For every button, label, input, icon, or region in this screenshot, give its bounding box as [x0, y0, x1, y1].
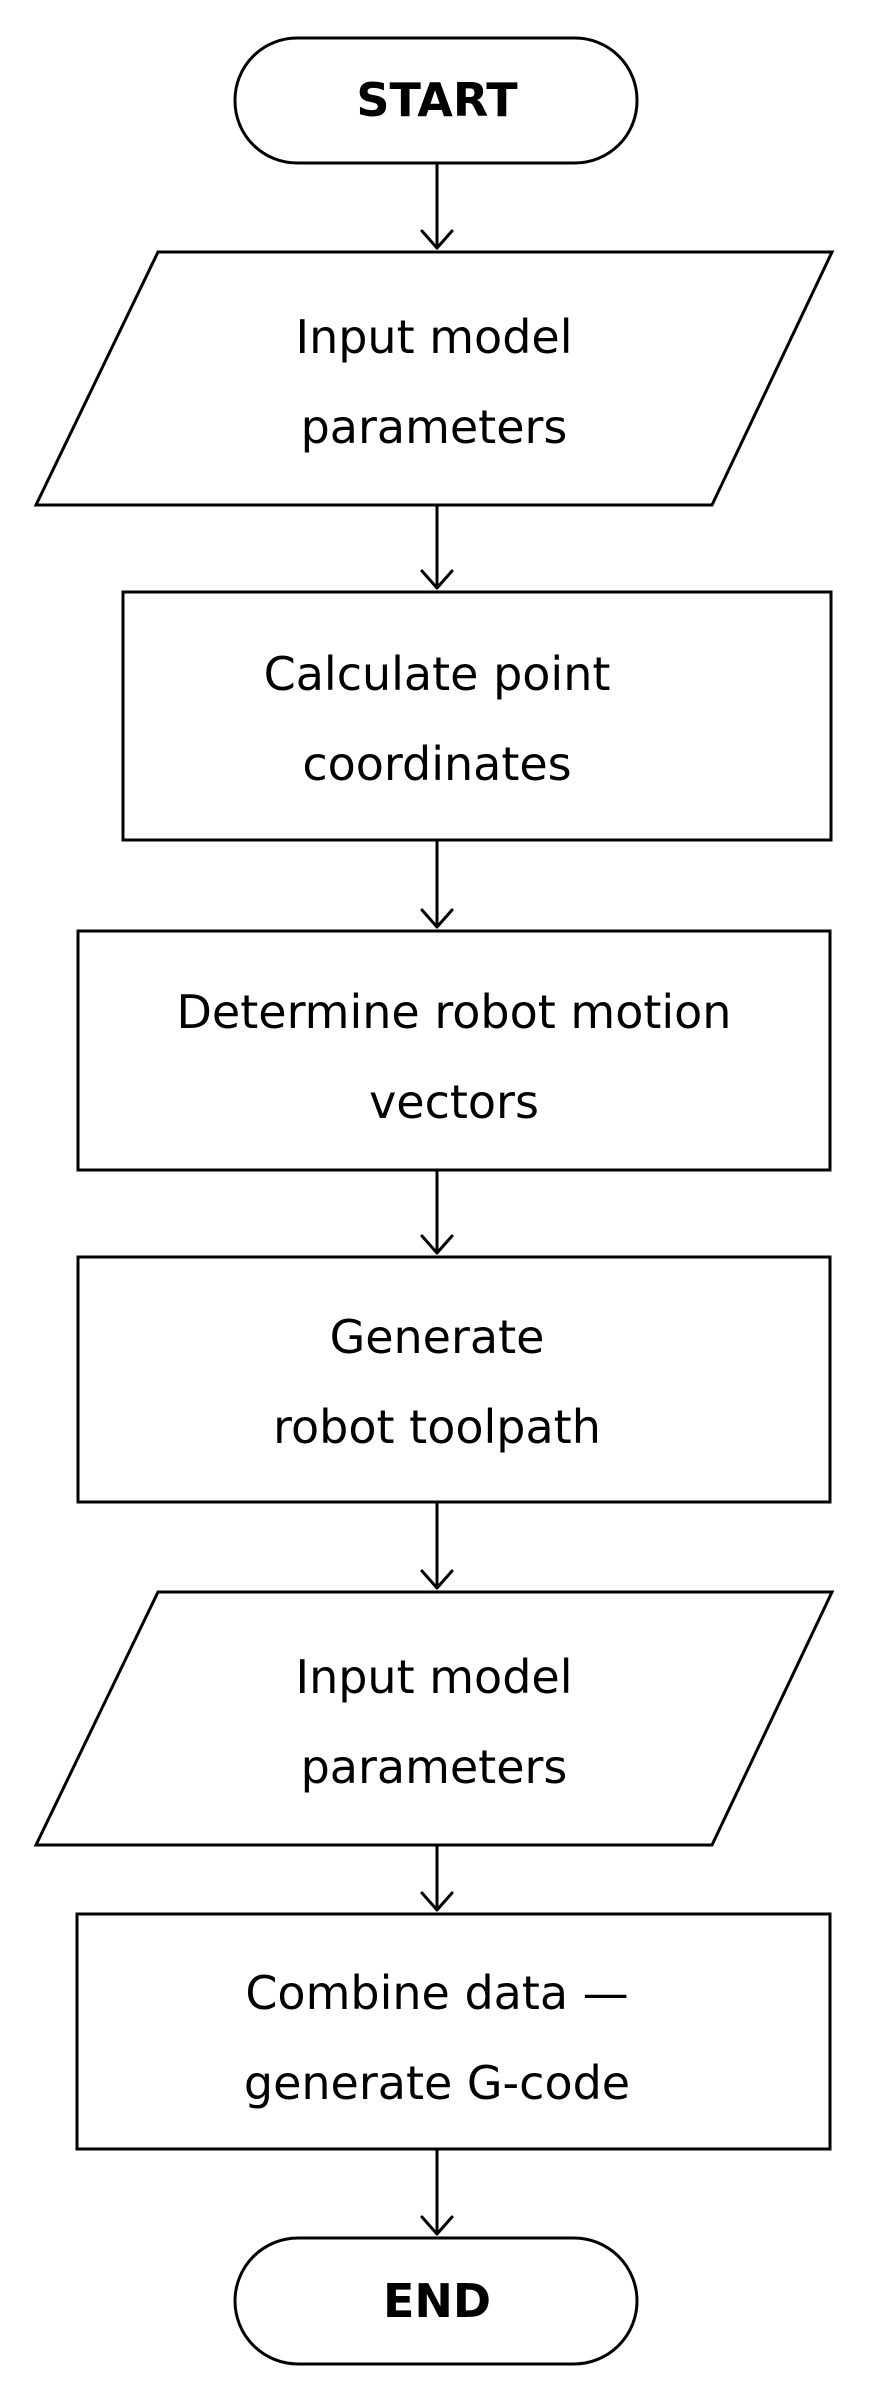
connector-input-2-combine — [420, 1845, 454, 1912]
connector-combine-end — [420, 2149, 454, 2236]
input-parameters-box-2: Input model parameters — [33, 1590, 835, 1847]
determine-vectors-line-2: vectors — [369, 1075, 539, 1129]
connector-determine-generate — [420, 1170, 454, 1255]
combine-data-line-1: Combine data — — [245, 1966, 628, 2020]
input-parameters-2-line-1: Input model — [296, 1650, 573, 1704]
input-parameters-1-line-1: Input model — [296, 310, 573, 364]
calculate-coordinates-line-1: Calculate point — [264, 647, 611, 701]
determine-vectors-line-1: Determine robot motion — [177, 985, 732, 1039]
input-parameters-1-line-2: parameters — [301, 400, 568, 454]
end-label: END — [383, 2274, 491, 2328]
input-parameters-box-1: Input model parameters — [33, 250, 835, 507]
determine-vectors-box: Determine robot motion vectors — [76, 929, 832, 1172]
calculate-coordinates-box: Calculate point coordinates — [121, 590, 833, 842]
connector-input-1-calc — [420, 505, 454, 590]
end-terminal: END — [233, 2236, 639, 2366]
input-parameters-2-line-2: parameters — [301, 1740, 568, 1794]
start-terminal: START — [233, 36, 639, 165]
generate-toolpath-box: Generate robot toolpath — [76, 1255, 832, 1504]
generate-toolpath-line-2: robot toolpath — [273, 1400, 601, 1454]
generate-toolpath-line-1: Generate — [330, 1310, 545, 1364]
connector-start-input-1 — [420, 163, 454, 250]
connector-generate-input-2 — [420, 1502, 454, 1590]
combine-data-box: Combine data — generate G-code — [75, 1912, 832, 2151]
combine-data-line-2: generate G-code — [244, 2056, 630, 2110]
calculate-coordinates-line-2: coordinates — [302, 737, 571, 791]
connector-calc-determine — [420, 840, 454, 929]
start-label: START — [356, 73, 518, 127]
